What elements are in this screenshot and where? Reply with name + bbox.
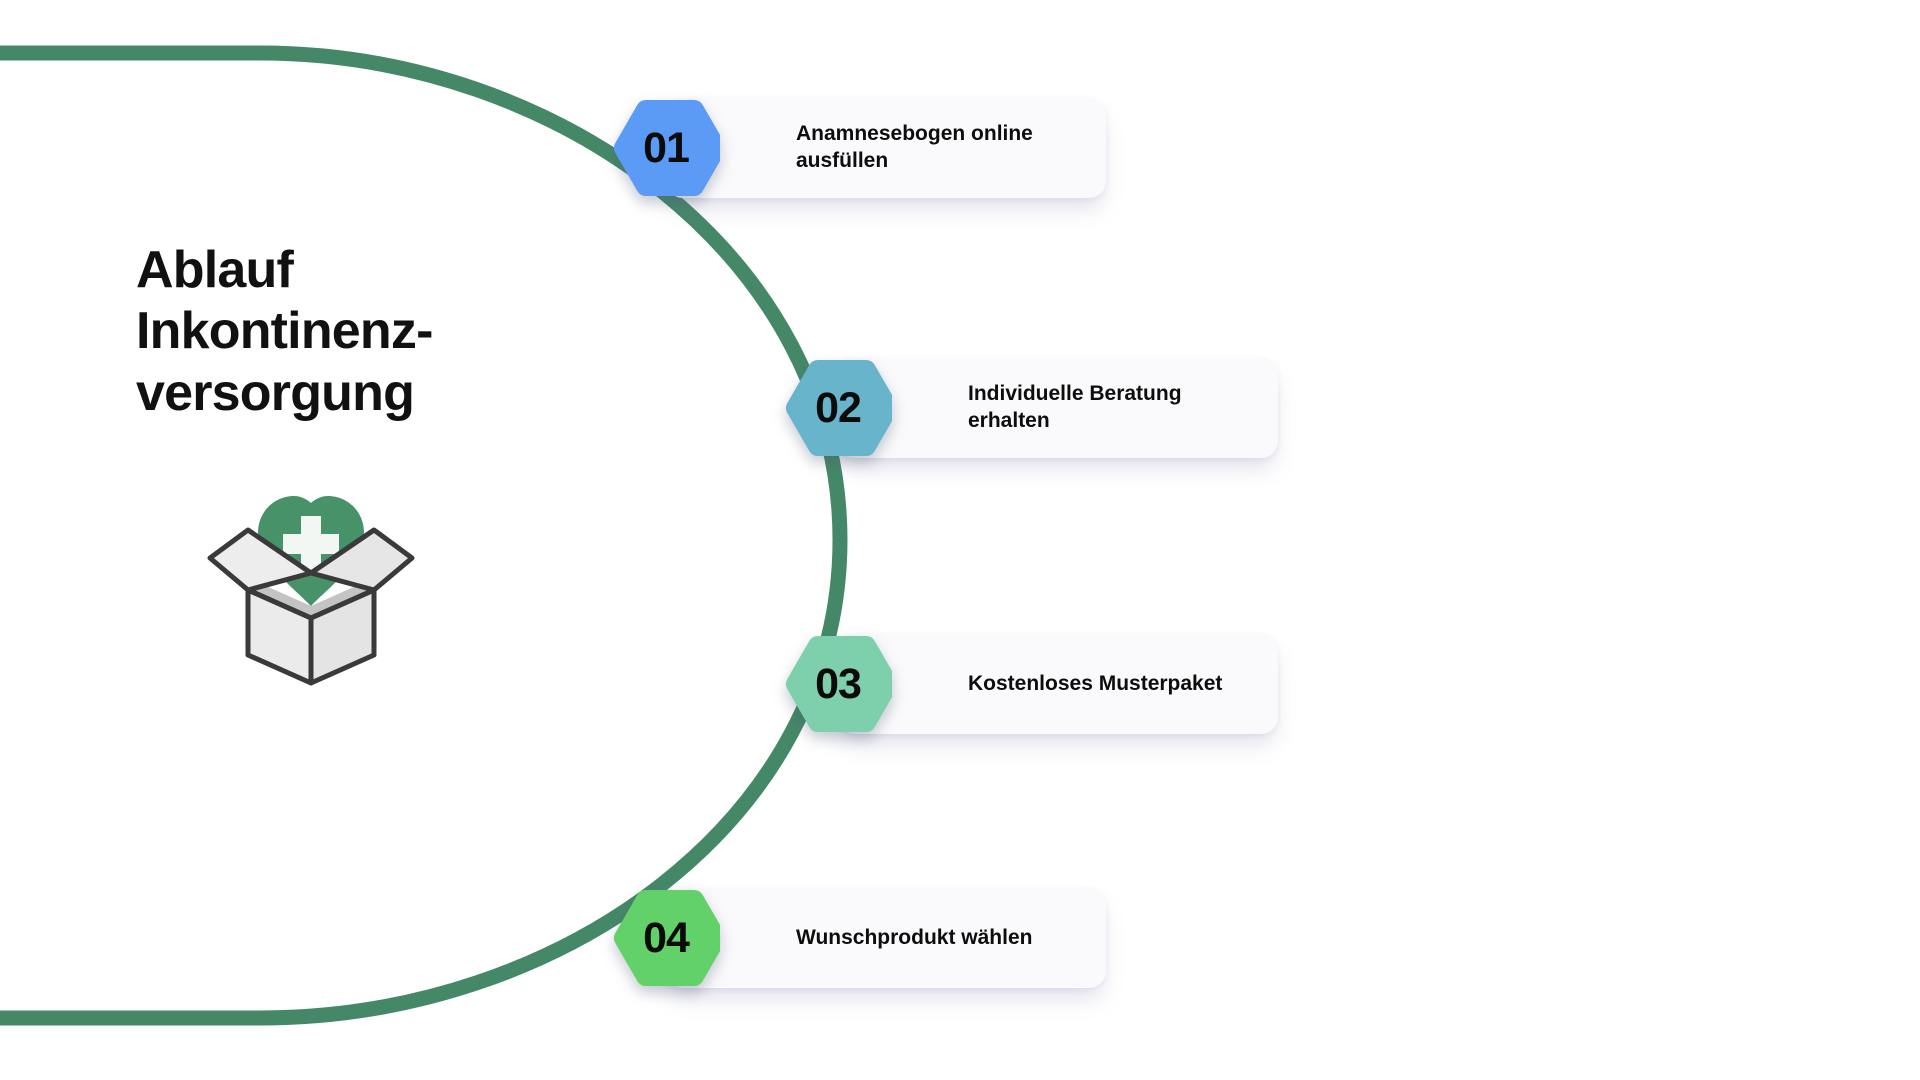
step-label-04: Wunschprodukt wählen — [796, 925, 1033, 949]
hexagon-shape-02 — [785, 359, 892, 457]
step-label-02: Individuelle Beratung erhalten — [968, 382, 1182, 432]
step-label-03: Kostenloses Musterpaket — [968, 671, 1223, 695]
title-block: Ablauf Inkontinenz- versorgung — [136, 240, 606, 424]
step-row-01[interactable]: 01 Anamnesebogen online ausfüllen — [612, 98, 1106, 198]
step-badge-04[interactable]: 04 — [612, 884, 720, 992]
step-label-01: Anamnesebogen online ausfüllen — [796, 122, 1033, 172]
step-badge-01[interactable]: 01 — [612, 94, 720, 202]
hexagon-shape-04 — [613, 889, 720, 987]
step-row-02[interactable]: 02 Individuelle Beratung erhalten — [784, 358, 1278, 458]
step-badge-02[interactable]: 02 — [784, 354, 892, 462]
step-row-03[interactable]: 03 Kostenloses Musterpaket — [784, 634, 1278, 734]
step-card-03[interactable]: Kostenloses Musterpaket — [838, 634, 1278, 734]
hexagon-shape-01 — [613, 99, 720, 197]
page-title: Ablauf Inkontinenz- versorgung — [136, 241, 433, 422]
step-card-01[interactable]: Anamnesebogen online ausfüllen — [666, 98, 1106, 198]
step-row-04[interactable]: 04 Wunschprodukt wählen — [612, 888, 1106, 988]
open-box-with-medical-heart-icon — [196, 478, 426, 693]
step-badge-03[interactable]: 03 — [784, 630, 892, 738]
step-card-02[interactable]: Individuelle Beratung erhalten — [838, 358, 1278, 458]
step-card-04[interactable]: Wunschprodukt wählen — [666, 888, 1106, 988]
hexagon-shape-03 — [785, 635, 892, 733]
